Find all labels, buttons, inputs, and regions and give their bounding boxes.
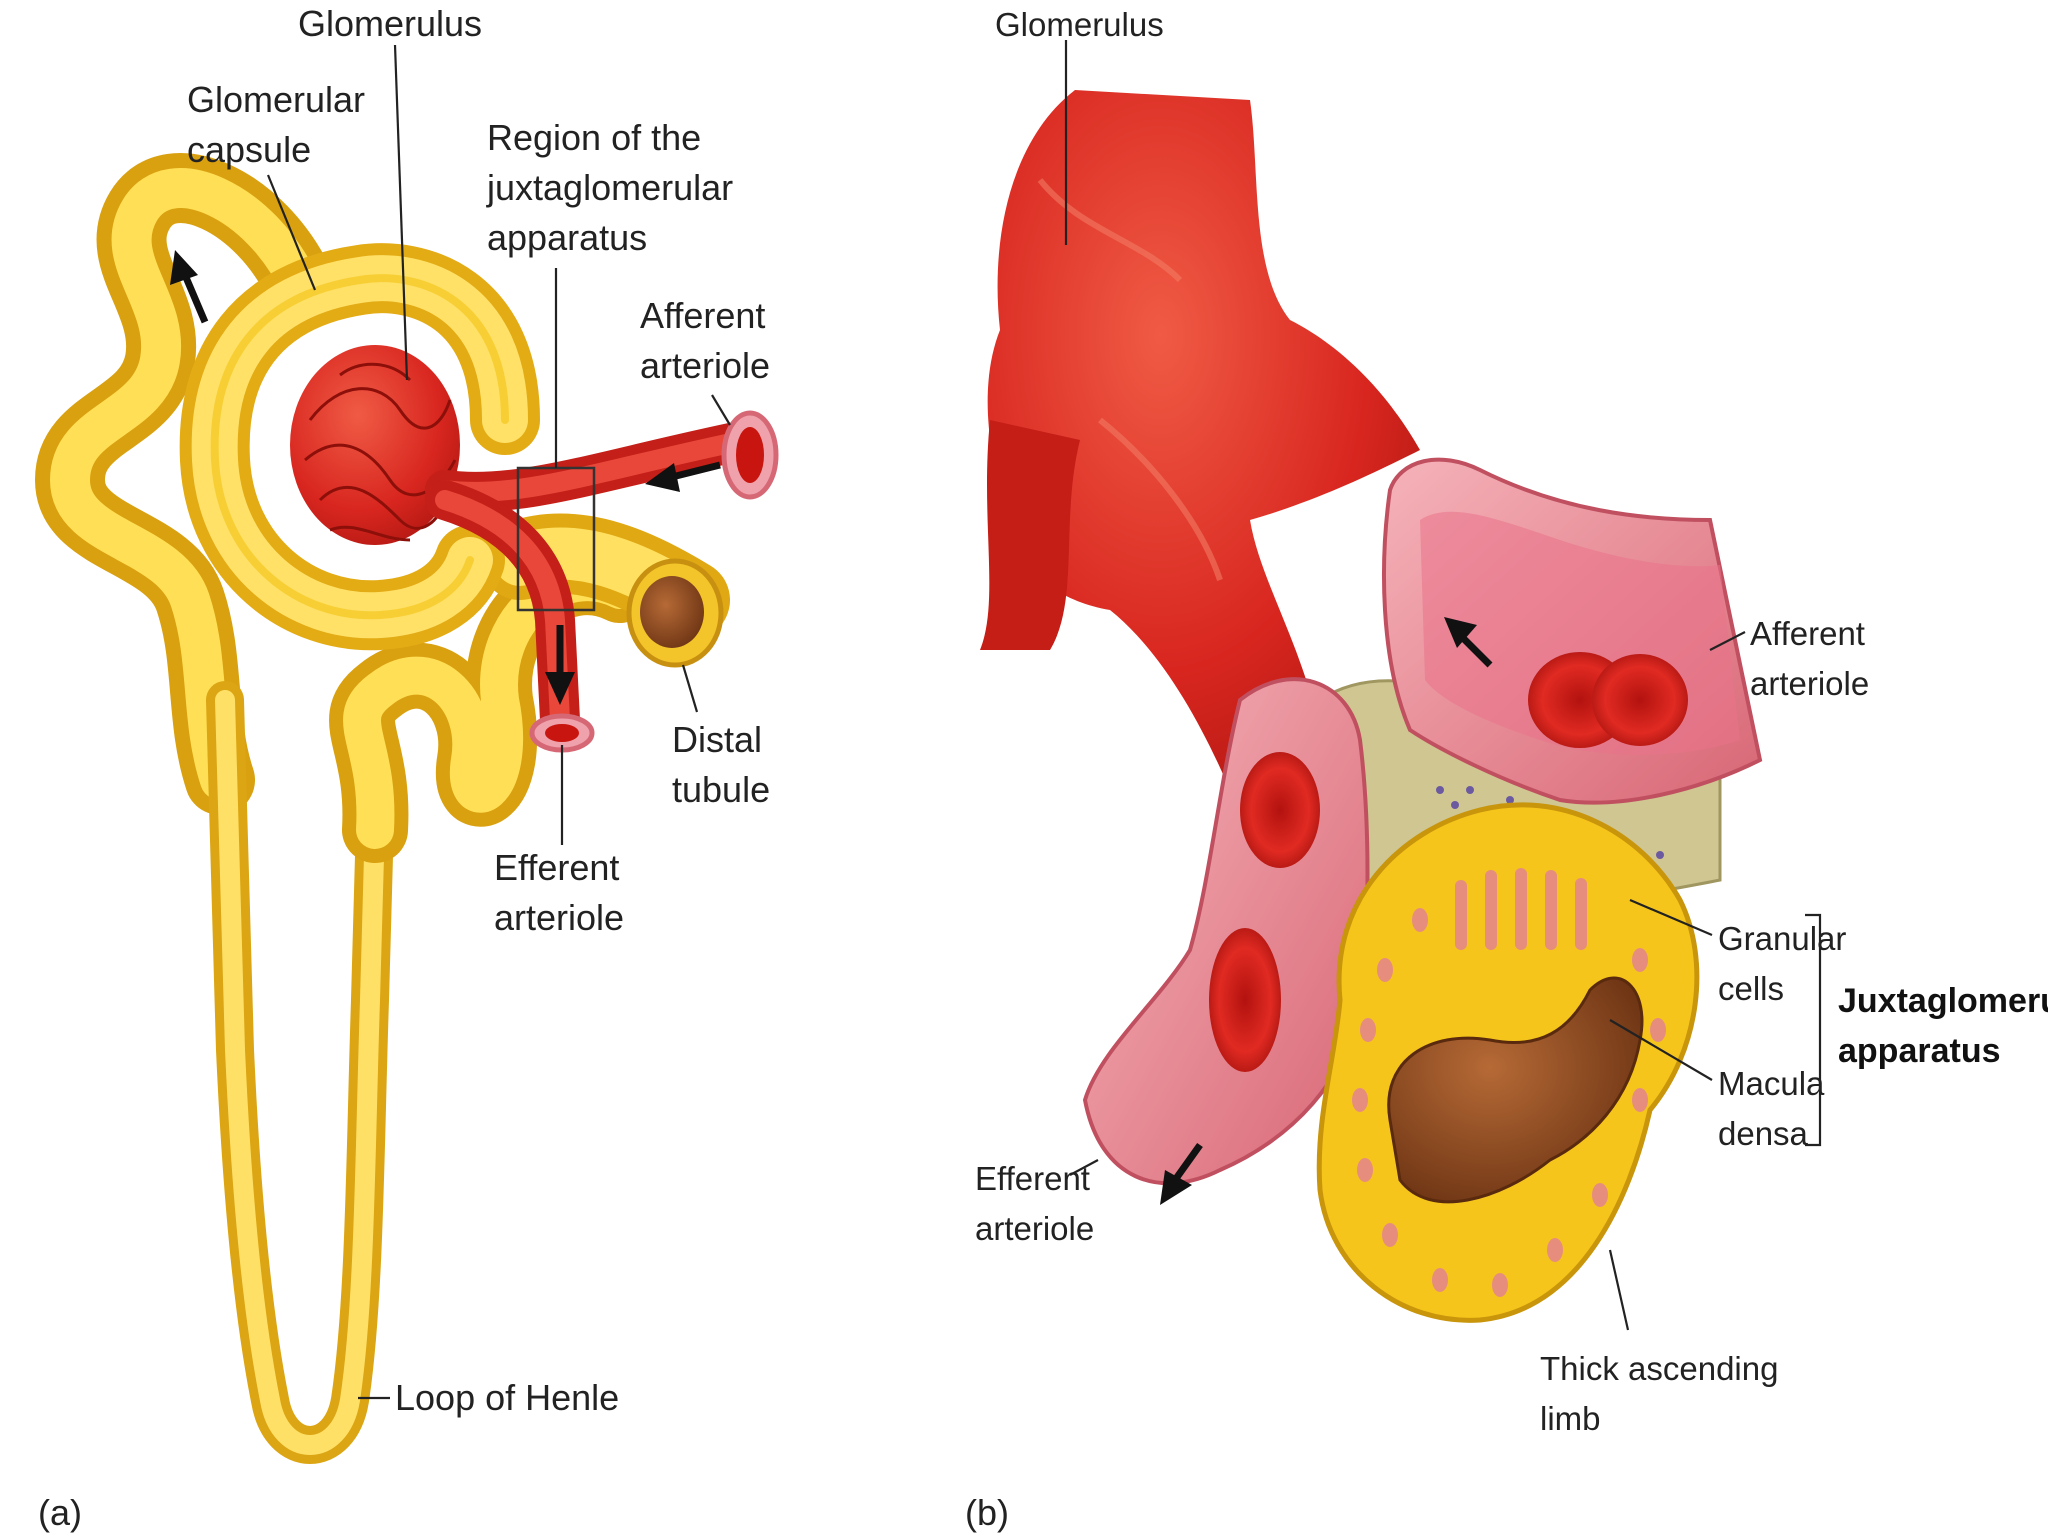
label-capsule-a-2: capsule [187,129,311,170]
leader-afferent-b [1709,631,1746,651]
panel-label-a: (a) [38,1492,82,1533]
label-jga-b-2: apparatus [1838,1032,2001,1070]
label-afferent-b-2: arteriole [1750,665,1869,702]
label-macula-b-2: densa [1718,1115,1809,1152]
label-distal-a-1: Distal [672,719,762,760]
label-distal-a-2: tubule [672,769,770,810]
label-glomerulus-b: Glomerulus [995,6,1164,43]
glomerulus-capillaries [304,362,457,542]
label-jga-a-2: juxtaglomerular [486,167,733,208]
afferent-arrow-icon [1444,617,1493,668]
label-capsule-a-1: Glomerular [187,79,365,120]
efferent-arrow-icon [1160,1142,1203,1205]
tubule-lumen-b [1387,976,1644,1204]
label-jga-a-1: Region of the [487,117,701,158]
label-macula-b-1: Macula [1718,1065,1825,1102]
label-loop-of-henle: Loop of Henle [395,1377,619,1418]
panel-a: Glomerulus Glomerular capsule Region of … [34,3,779,1533]
label-afferent-a-1: Afferent [640,295,765,336]
leader-macula-b [1609,1019,1713,1081]
rbc-efferent-2 [1209,928,1281,1072]
macula-densa-cells [1352,868,1666,1297]
leader-efferent-b [1069,1159,1099,1176]
leader-capsule-a [266,174,317,291]
label-granular-b-2: cells [1718,970,1784,1007]
leader-afferent-a [711,394,731,426]
label-granular-b-1: Granular [1718,920,1846,957]
label-glomerulus-a: Glomerulus [298,3,482,44]
rbc-afferent-2 [1592,654,1688,746]
jga-bracket [1805,913,1822,1147]
label-jga-b-1: Juxtaglomerular [1838,982,2048,1020]
rbc-efferent-1 [1240,752,1320,868]
panel-label-b: (b) [965,1492,1009,1533]
leader-granular-b [1629,898,1713,937]
flow-arrow-tubule-icon [170,250,209,324]
label-jga-a-3: apparatus [487,217,647,258]
label-efferent-b-2: arteriole [975,1210,1094,1247]
label-efferent-b-1: Efferent [975,1160,1090,1197]
leader-thick-b [1608,1249,1630,1331]
leader-glomerulus-a [393,44,409,381]
label-efferent-a-2: arteriole [494,897,624,938]
leader-distal-a [681,664,699,713]
label-afferent-a-2: arteriole [640,345,770,386]
flow-arrow-efferent-icon [545,625,575,705]
panel-b: Glomerulus Afferent arteriole Granular c… [965,6,2048,1533]
glomerulus-vessel-b [987,90,1420,790]
label-thick-b-1: Thick ascending [1540,1350,1778,1387]
label-afferent-b-1: Afferent [1750,615,1865,652]
label-efferent-a-1: Efferent [494,847,619,888]
flow-arrow-afferent-icon [645,461,721,492]
label-thick-b-2: limb [1540,1400,1601,1437]
